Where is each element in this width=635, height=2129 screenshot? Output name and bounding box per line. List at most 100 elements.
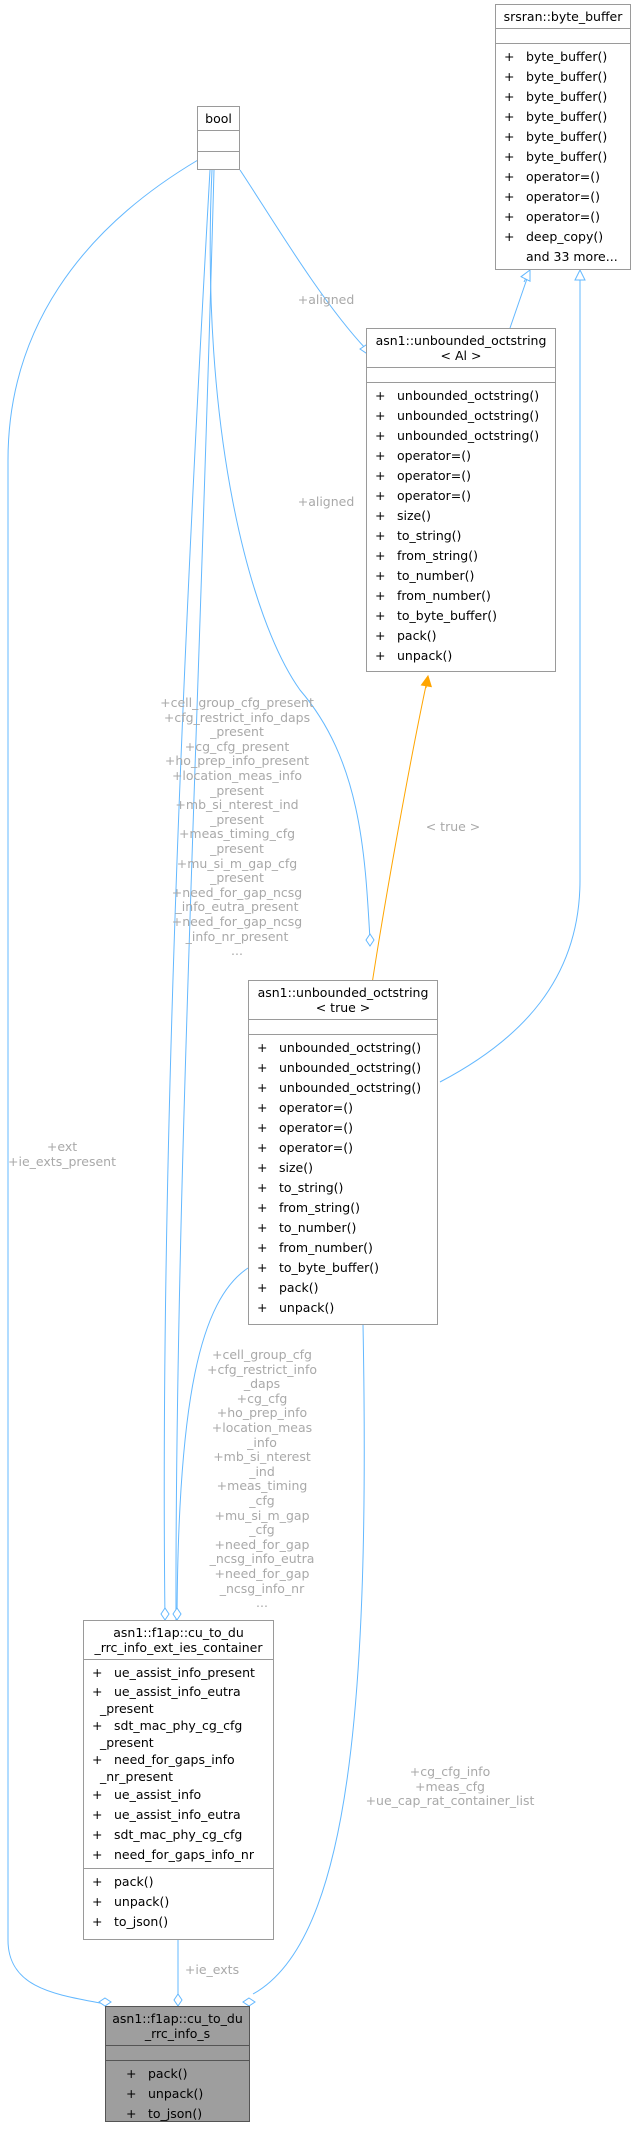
member-row: +byte_buffer() [496,87,630,107]
member-name: unpack() [148,2086,204,2101]
visibility-marker: + [257,1040,268,1055]
edge-label-line: +ue_cap_rat_container_list [365,1793,535,1809]
member-name: ue_assist_info_eutra [114,1807,241,1822]
member-name: byte_buffer() [526,149,608,164]
edge-label-line: +need_for_gap_ncsg [171,884,303,900]
edge-label-line: _info [247,1434,277,1450]
edge-label-line: +mu_si_m_gap_cfg [176,855,298,871]
member-row: +pack() [118,2064,249,2084]
class-byte-buffer[interactable]: srsran::byte_buffer +byte_buffer()+byte_… [495,4,631,270]
method-section: +unbounded_octstring()+unbounded_octstri… [249,1034,437,1321]
edge-label-line: ... [256,1595,268,1611]
edge-label-line: _info_nr_present [185,928,289,944]
diamond-octstring-true [365,933,375,947]
member-name: to_json() [148,2106,203,2121]
visibility-marker: + [257,1280,268,1295]
member-name: byte_buffer() [526,69,608,84]
member-name: pack() [114,1874,154,1889]
class-ext-ies-container[interactable]: asn1::f1ap::cu_to_du_rrc_info_ext_ies_co… [83,1620,274,1940]
visibility-marker: + [504,129,515,144]
visibility-marker: + [504,209,515,224]
edge-label-line: +cell_group_cfg_present [160,695,314,710]
template-arrow [426,676,428,689]
visibility-marker: + [375,568,386,583]
member-row: +size() [367,506,555,526]
visibility-marker: + [92,1684,103,1699]
visibility-marker: + [92,1807,103,1822]
edge-label-line: +location_meas [211,1419,313,1435]
member-row: +unbounded_octstring() [367,406,555,426]
member-name: from_string() [279,1200,360,1215]
visibility-marker: + [126,2066,137,2081]
visibility-marker: + [92,1718,103,1733]
member-row: +byte_buffer() [496,47,630,67]
member-name: operator=() [279,1140,353,1155]
member-row: +pack() [249,1278,437,1298]
member-row: +unbounded_octstring() [249,1078,437,1098]
edge-label-line: _cfg [249,1492,275,1508]
member-name: to_json() [114,1914,169,1929]
member-name: operator=() [526,169,600,184]
member-row: +to_number() [249,1218,437,1238]
method-section: +unbounded_octstring()+unbounded_octstri… [367,382,555,669]
edge-octstring-true-to-ext-ies [176,1267,249,1621]
class-unbounded-octstring-al[interactable]: asn1::unbounded_octstring< Al > +unbound… [366,328,556,672]
class-bool[interactable]: bool [197,106,240,170]
edge-label-line: +need_for_gap [214,1565,310,1581]
visibility-marker: + [257,1180,268,1195]
edge-label-line: +meas_timing_cfg [178,826,296,842]
member-row: +ue_assist_info [84,1785,273,1805]
edge-label-octet-fields: +cell_group_cfg+cfg_restrict_info_daps+c… [207,1347,317,1611]
edge-label-line: _daps [243,1376,281,1392]
edge-octstring-true-to-rrc-info [252,1323,365,1995]
edge-label-line: _ncsg_info_nr [219,1580,305,1596]
edge-label-line: +cell_group_cfg [211,1347,312,1362]
edge-label-line: +ie_exts [184,1962,240,1977]
edge-label-line: +cg_cfg_present [184,738,290,754]
edge-label-line: _present [210,724,264,740]
edge-label-line: _ind [249,1463,275,1479]
member-row: +ue_assist_info_eutra _present [84,1683,273,1717]
edge-label-line: _present [210,811,264,827]
member-row: +operator=() [249,1138,437,1158]
edge-label-line: _ncsg_info_eutra [209,1551,315,1567]
visibility-marker: + [92,1827,103,1842]
edge-label-line: +cg_cfg_info [409,1764,491,1779]
visibility-marker: + [92,1787,103,1802]
edge-label-ext: +ext+ie_exts_present [8,1139,116,1169]
member-name: deep_copy() [526,229,604,244]
edge-label-line: ... [231,943,243,959]
edge-bool-to-ext-ies-right [175,169,215,1621]
edge-label-line: +meas_cfg [415,1778,485,1794]
edge-label-line: +meas_timing [216,1478,308,1494]
member-row: +unbounded_octstring() [249,1058,437,1078]
visibility-marker: + [126,2106,137,2121]
member-name: sdt_mac_phy_cg_cfg _present [99,1718,243,1750]
member-name: to_string() [397,528,462,543]
diamond-ext-ies-right [172,1607,182,1621]
class-cu-to-du-rrc-info-s[interactable]: asn1::f1ap::cu_to_du_rrc_info_s +pack()+… [105,2006,250,2122]
edge-label-line: +mb_si_nterest_ind [175,797,299,813]
class-unbounded-octstring-true[interactable]: asn1::unbounded_octstring< true > +unbou… [248,980,438,1325]
member-row: +to_byte_buffer() [367,606,555,626]
visibility-marker: + [504,89,515,104]
visibility-marker: + [257,1260,268,1275]
attribute-section [367,367,555,382]
method-section: +pack()+unpack()+to_json() [106,2060,249,2127]
visibility-marker: + [257,1060,268,1075]
member-row: +from_string() [367,546,555,566]
edge-label-line: _present [210,870,264,886]
visibility-marker: + [504,69,515,84]
visibility-marker: + [504,49,515,64]
visibility-marker: + [375,468,386,483]
member-row: +unpack() [367,646,555,666]
edge-label-line: +ext [46,1139,78,1154]
edge-bool-to-rrc-info-ext [7,159,199,2005]
edge-octstring-true-to-byte-buffer [439,270,581,1083]
member-name: size() [279,1160,313,1175]
member-row: +unbounded_octstring() [367,426,555,446]
visibility-marker: + [375,548,386,563]
member-row: +need_for_gaps_info_nr [84,1845,273,1865]
visibility-marker: + [257,1300,268,1315]
member-name: size() [397,508,431,523]
